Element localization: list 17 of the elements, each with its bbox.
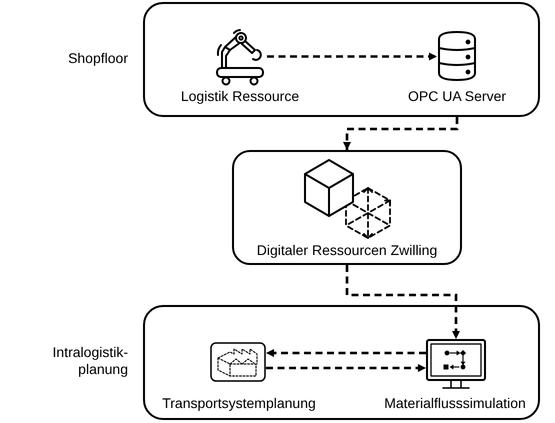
icon-caption: Transportsystemplanung	[162, 395, 316, 412]
dashed-arrow	[346, 265, 460, 339]
dashed-arrow	[343, 117, 458, 150]
box-label: Digitaler Ressourcen Zwilling	[256, 242, 438, 259]
panel-heading: Intralogistik- planung	[52, 344, 128, 378]
package-tile-icon	[210, 342, 266, 382]
database-icon	[437, 30, 477, 82]
rounded-box	[232, 150, 462, 265]
monitor-flowchart-icon	[426, 339, 486, 389]
robot-arm-cart-icon	[213, 28, 267, 86]
dashed-arrow	[267, 52, 437, 60]
icon-caption: Materialflusssimulation	[384, 395, 526, 412]
dashed-arrow	[266, 349, 426, 357]
dashed-arrow	[266, 364, 426, 372]
panel-heading: Shopfloor	[68, 50, 128, 67]
icon-caption: Logistik Ressource	[180, 88, 300, 105]
icon-caption: OPC UA Server	[408, 88, 506, 105]
